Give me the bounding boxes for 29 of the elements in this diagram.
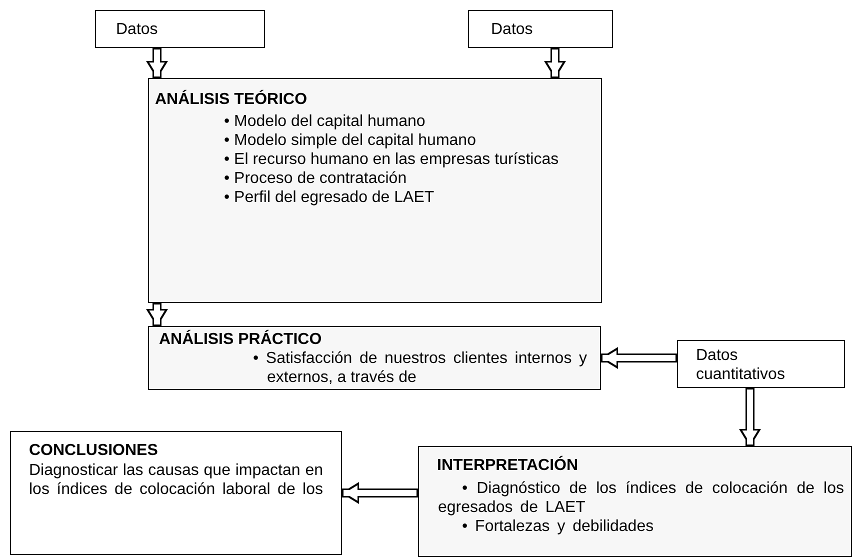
section-heading: ANÁLISIS PRÁCTICO [159,331,322,349]
bullet-item: • Satisfacción de nuestros clientes internos y externos, a través de [253,349,587,387]
block-arrow [544,48,566,79]
section-heading: ANÁLISIS TEÓRICO [155,91,308,109]
process-box [418,446,852,557]
body-text: Diagnosticar las causas que impactan en los índices de colocación laboral de los [29,461,323,499]
block-arrow [739,388,761,447]
bullet-item: • Proceso de contratación [224,169,408,188]
data-box [468,10,613,48]
data-box [677,340,845,388]
bullet-item: • Diagnóstico de los índices de colocación de los egresados de LAET [438,479,844,517]
section-heading: INTERPRETACIÓN [437,457,578,475]
bullet-item: • Perfil del egresado de LAET [224,188,436,207]
data-box [95,10,265,48]
box-label: Datos cuantitativos [696,346,786,384]
block-arrow [146,48,168,79]
block-arrow [341,482,418,504]
process-box [148,326,601,390]
bullet-item: • Fortalezas y debilidades [461,517,655,536]
block-arrow [146,303,168,327]
bullet-item: • Modelo del capital humano [224,112,426,131]
section-heading: CONCLUSIONES [29,442,158,460]
box-label: Datos [116,20,158,39]
bullet-item: • Modelo simple del capital humano [224,131,477,150]
process-box [10,431,342,555]
box-label: Datos [491,20,533,39]
block-arrow [600,347,677,369]
process-box [148,78,602,303]
bullet-item: • El recurso humano en las empresas turísticas [224,150,560,169]
